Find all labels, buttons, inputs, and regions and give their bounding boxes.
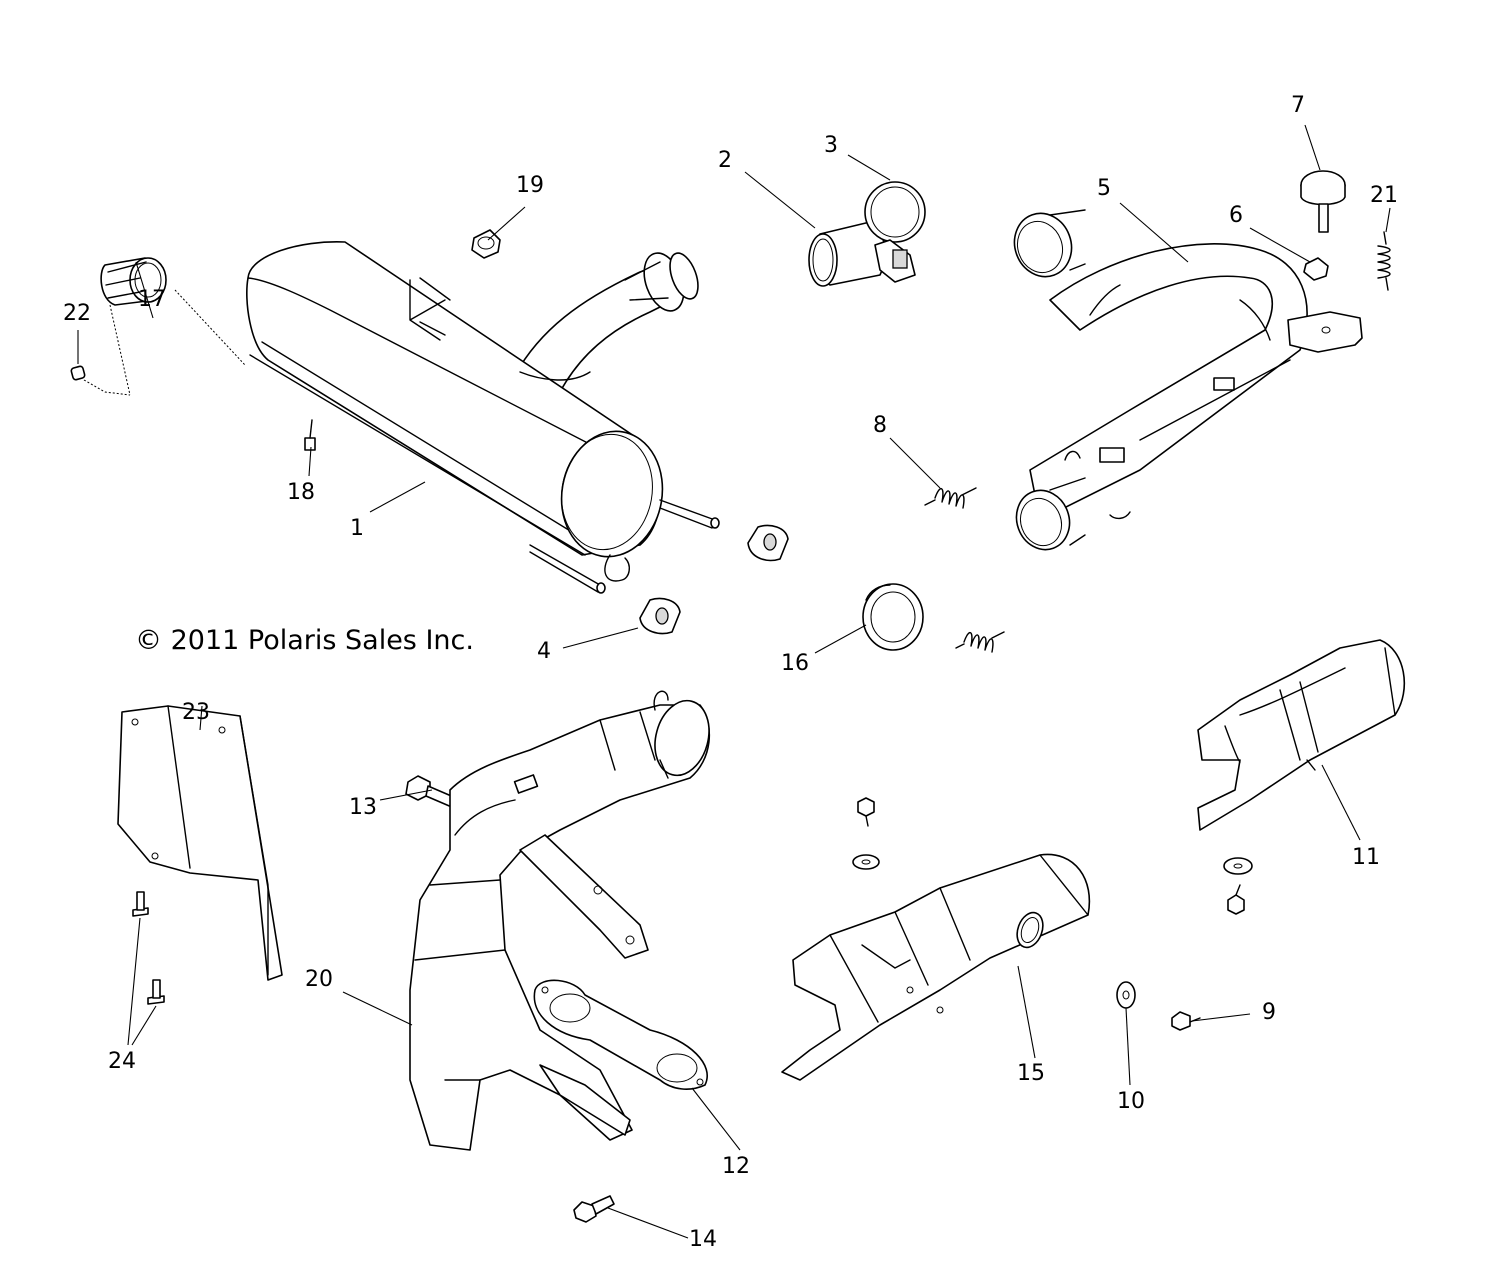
spring-near-16: [955, 631, 1005, 653]
callout-22: 22: [63, 301, 91, 326]
callout-11: 11: [1352, 845, 1380, 870]
part-16-gasket-ring: [862, 583, 924, 651]
callout-4: 4: [537, 639, 551, 664]
copyright-notice: © 2011 Polaris Sales Inc.: [135, 625, 474, 656]
callout-13: 13: [349, 795, 377, 820]
part-13-bolt: [405, 775, 457, 809]
callout-14: 14: [689, 1227, 717, 1252]
part-15-heat-shield: [781, 853, 1091, 1081]
callout-1: 1: [350, 516, 364, 541]
callout-16: 16: [781, 651, 809, 676]
callout-10: 10: [1117, 1089, 1145, 1114]
part-4-grommet: [639, 524, 789, 635]
washer-above-15: [852, 854, 880, 870]
callout-19: 19: [516, 173, 544, 198]
callout-3: 3: [824, 133, 838, 158]
part-14-bolt: [573, 1195, 615, 1223]
callout-9: 9: [1262, 1000, 1276, 1025]
callout-6: 6: [1229, 203, 1243, 228]
part-7-bumper: [1300, 170, 1346, 233]
bolt-above-15: [857, 797, 875, 827]
part-24-push-pin-b: [147, 979, 165, 1005]
part-12-gasket: [533, 979, 708, 1090]
part-20-header-pipe: [409, 690, 711, 1151]
callout-7: 7: [1291, 93, 1305, 118]
part-1-muffler: [246, 241, 720, 594]
part-21-spring: [1377, 231, 1391, 291]
callout-21: 21: [1370, 183, 1398, 208]
part-22-pin: [70, 365, 131, 396]
callout-8: 8: [873, 413, 887, 438]
part-9-bolt: [1171, 1011, 1201, 1031]
callout-24: 24: [108, 1049, 136, 1074]
callout-12: 12: [722, 1154, 750, 1179]
callout-18: 18: [287, 480, 315, 505]
part-6-nut: [1303, 257, 1329, 281]
part-10-washer: [1116, 981, 1136, 1009]
callout-2: 2: [718, 148, 732, 173]
washer-near-11: [1223, 857, 1253, 875]
callout-17: 17: [138, 287, 166, 312]
part-24-push-pin-a: [132, 891, 149, 917]
part-3-clamp: [864, 181, 926, 283]
part-23-shield-plate: [117, 705, 283, 981]
callout-15: 15: [1017, 1061, 1045, 1086]
part-11-heat-shield: [1197, 639, 1406, 831]
part-5-head-pipe: [1013, 209, 1363, 551]
callout-20: 20: [305, 967, 333, 992]
part-19-nut: [471, 229, 501, 259]
callout-5: 5: [1097, 176, 1111, 201]
leader-lines: [77, 124, 1391, 1239]
callout-23: 23: [182, 700, 210, 725]
bolt-near-11: [1227, 884, 1245, 915]
part-8-spring: [924, 487, 977, 509]
part-17-exhaust-adapter: [100, 257, 246, 396]
